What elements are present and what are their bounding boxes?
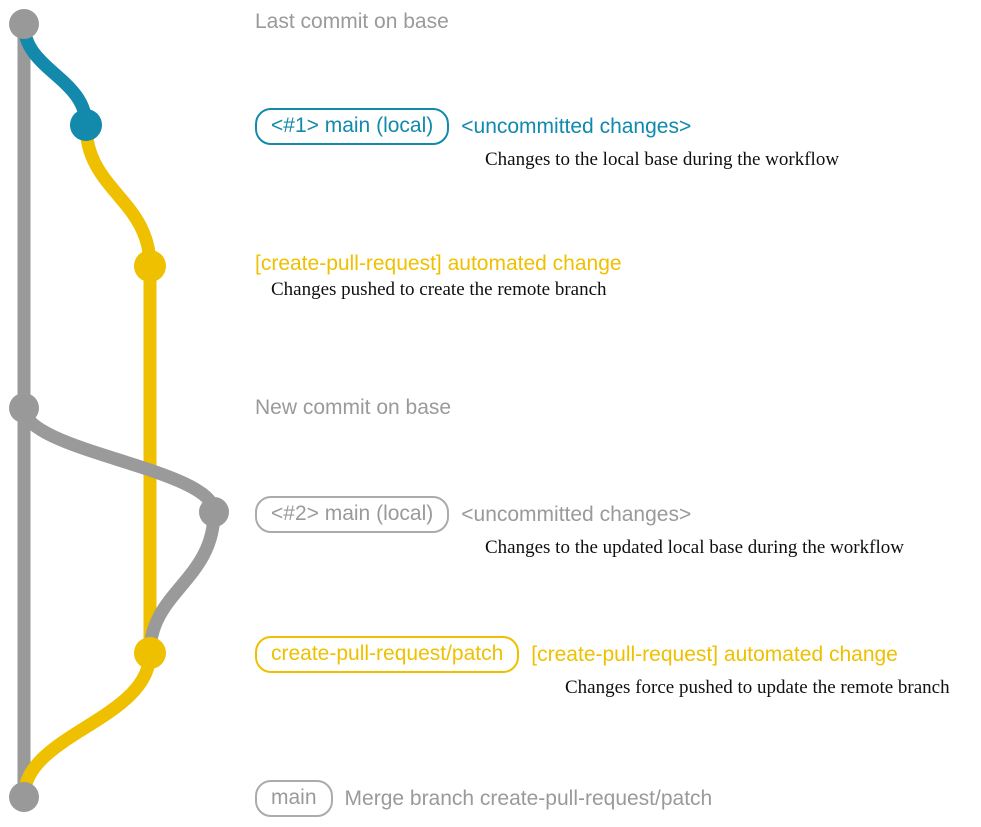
ref-badge-main-local-1[interactable]: <#1> main (local) [255,108,450,145]
commit-row-automated-change-2: create-pull-request/patch [create-pull-r… [255,636,950,699]
commit-note: Changes force pushed to update the remot… [565,677,950,698]
commit-row-last-commit-on-base: Last commit on base [255,10,449,33]
automated-merge-line [17,646,157,804]
commit-row-line: <#2> main (local) <uncommitted changes> [255,496,904,533]
commit-row-line: New commit on base [255,396,451,419]
commit-row-local-uncommitted-1: <#1> main (local) <uncommitted changes> … [255,108,839,171]
commit-row-line: <#1> main (local) <uncommitted changes> [255,108,839,145]
commit-row-local-uncommitted-2: <#2> main (local) <uncommitted changes> … [255,496,904,559]
commit-row-line: main Merge branch create-pull-request/pa… [255,780,712,817]
commit-node-base-new[interactable] [9,393,39,423]
commit-node-automated-1[interactable] [134,250,166,282]
commit-node-automated-2[interactable] [134,637,166,669]
commit-subject: Merge branch create-pull-request/patch [344,787,713,810]
commit-note: Changes to the updated local base during… [485,537,904,558]
commit-row-line: [create-pull-request] automated change [255,252,622,275]
automated-branch-line-1 [79,118,157,273]
commit-subject: <uncommitted changes> [461,115,692,138]
ref-badge-main[interactable]: main [255,780,333,817]
commit-row-automated-change-1: [create-pull-request] automated change C… [255,252,622,301]
commit-subject: Last commit on base [255,10,449,33]
commit-row-line: create-pull-request/patch [create-pull-r… [255,636,950,673]
commit-node-merge[interactable] [9,782,39,812]
local-merge-line-2 [143,505,221,660]
ref-badge-create-pull-request-patch[interactable]: create-pull-request/patch [255,636,520,673]
commit-node-local-2[interactable] [199,497,229,527]
commit-row-line: Last commit on base [255,10,449,33]
ref-badge-main-local-2[interactable]: <#2> main (local) [255,496,450,533]
commit-subject: New commit on base [255,396,452,419]
commit-row-merge-commit: main Merge branch create-pull-request/pa… [255,780,712,817]
commit-note: Changes pushed to create the remote bran… [271,279,607,300]
commit-row-new-commit-on-base: New commit on base [255,396,451,419]
local-branch-line-2 [17,401,221,519]
commit-note: Changes to the local base during the wor… [485,149,840,170]
commit-node-base-last[interactable] [9,9,39,39]
commit-subject: [create-pull-request] automated change [255,252,622,275]
commit-subject: <uncommitted changes> [461,503,692,526]
commit-subject: [create-pull-request] automated change [531,643,898,666]
commit-node-local-1[interactable] [70,109,102,141]
